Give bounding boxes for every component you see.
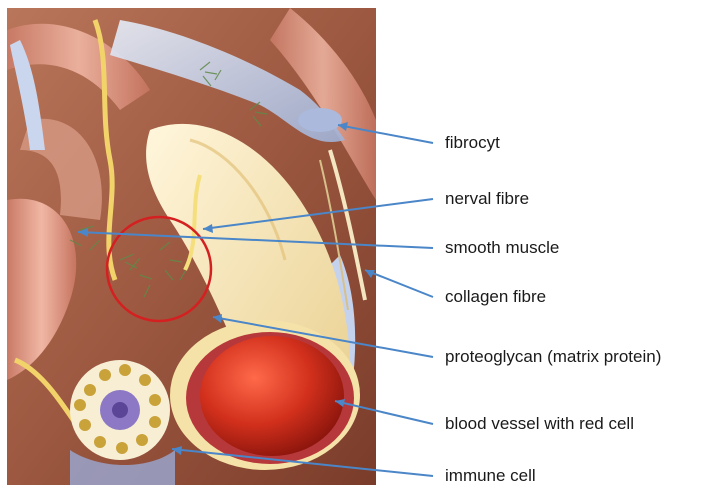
label-proteoglycan: proteoglycan (matrix protein) [445,347,661,367]
label-fibrocyt: fibrocyt [445,133,500,153]
label-immune-cell: immune cell [445,466,536,486]
label-nerval-fibre: nerval fibre [445,189,529,209]
tissue-illustration [7,8,376,485]
label-collagen-fibre: collagen fibre [445,287,546,307]
label-smooth-muscle: smooth muscle [445,238,559,258]
label-blood-vessel: blood vessel with red cell [445,414,634,434]
